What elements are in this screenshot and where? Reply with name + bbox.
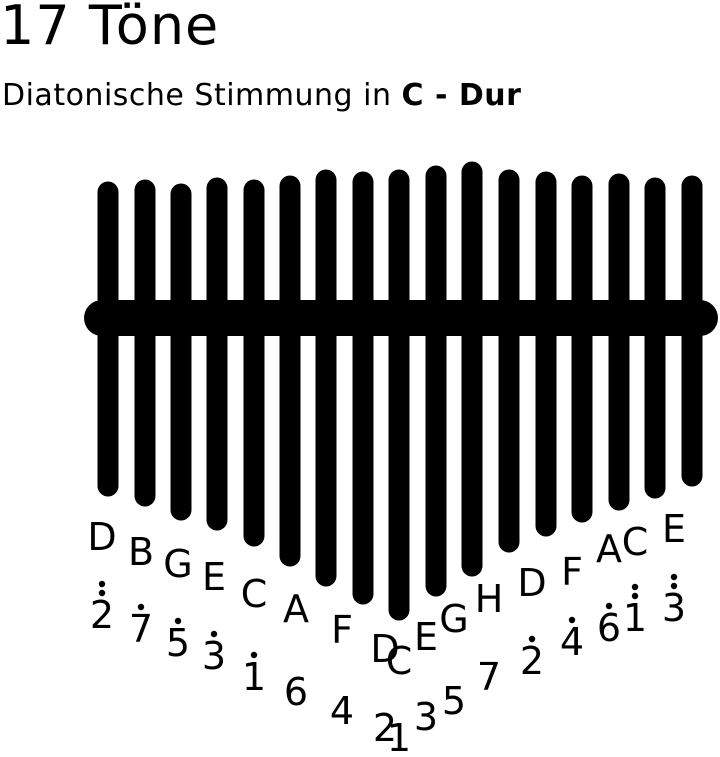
octave-dot-4-1 [210, 630, 218, 638]
tine-number-6: 6 [284, 670, 308, 714]
tine-note-5: C [241, 572, 268, 616]
subtitle-prefix: Diatonische Stimmung in [2, 78, 392, 113]
tine-note-1: D [87, 515, 116, 559]
tine-number-11: 5 [442, 679, 466, 723]
tine-note-13: D [517, 561, 546, 605]
page-title: 17 Töne [0, 0, 220, 57]
tine-note-9: C [386, 639, 413, 683]
octave-dot-3-1 [174, 617, 182, 625]
octave-dot-1-2 [98, 580, 106, 588]
tines-layer [97, 161, 703, 621]
tine-note-14: F [561, 550, 583, 594]
octave-dot-5-1 [250, 651, 258, 659]
tine-number-5: 1 [242, 655, 266, 699]
tine-note-10: E [414, 615, 438, 659]
octave-dot-2-1 [137, 603, 145, 611]
octave-dot-17-1 [670, 582, 678, 590]
tine-number-15: 6 [597, 606, 621, 650]
tine-number-8: 2 [373, 706, 397, 750]
octave-dot-14-1 [568, 616, 576, 624]
octave-dot-15-1 [605, 602, 613, 610]
page-subtitle: Diatonische Stimmung in C - Dur [2, 78, 521, 113]
tine-number-7: 4 [330, 689, 354, 733]
tine-note-3: G [163, 542, 192, 586]
tine-note-12: H [475, 577, 504, 621]
tine-number-13: 2 [520, 639, 544, 683]
octave-dot-13-1 [528, 635, 536, 643]
tine-note-2: B [128, 530, 154, 574]
octave-dot-16-2 [631, 583, 639, 591]
tine-number-12: 7 [477, 655, 501, 699]
tine-number-17: 3 [662, 586, 686, 630]
tine-note-11: G [439, 597, 468, 641]
subtitle-key: C - Dur [401, 78, 522, 113]
tine-number-14: 4 [560, 620, 584, 664]
tine-note-7: F [331, 608, 353, 652]
tine-note-16: C [622, 520, 649, 564]
tine-number-2: 7 [129, 607, 153, 651]
tine-note-17: E [662, 507, 686, 551]
tine-note-8: D [370, 627, 399, 671]
tine-number-9: 1 [387, 716, 411, 757]
tine-note-4: E [202, 555, 226, 599]
tine-number-1: 2 [90, 593, 114, 637]
tine-number-16: 1 [623, 596, 647, 640]
octave-dot-1-1 [98, 589, 106, 597]
octave-dot-16-1 [631, 592, 639, 600]
tine-number-4: 3 [202, 634, 226, 678]
tine-number-10: 3 [414, 695, 438, 739]
tine-number-3: 5 [166, 621, 190, 665]
tine-note-15: A [596, 527, 622, 571]
tine-note-6: A [283, 587, 309, 631]
octave-dot-17-2 [670, 573, 678, 581]
